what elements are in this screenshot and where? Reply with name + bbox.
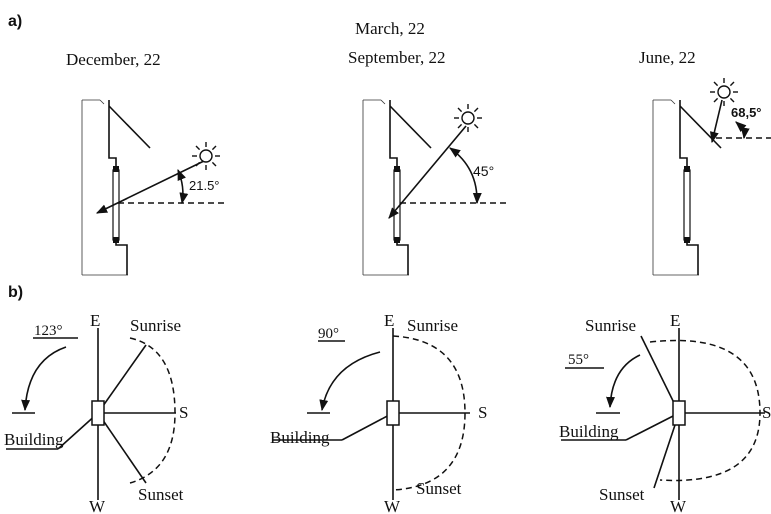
date-december: December, 22	[66, 50, 161, 69]
sun-icon-june	[709, 77, 739, 107]
sun-path-december	[129, 337, 176, 484]
date-march: March, 22	[355, 19, 425, 38]
label-sunrise-december: Sunrise	[130, 316, 181, 335]
sunrise-ray-december	[97, 344, 147, 414]
sun-icon-equinox	[453, 103, 483, 133]
angle-equinox: 45°	[473, 163, 494, 179]
sun-icon-december	[191, 141, 221, 171]
label-south-june: S	[762, 403, 771, 422]
sunset-ray-december	[97, 412, 147, 484]
date-september: September, 22	[348, 48, 446, 67]
wall-section-june	[652, 99, 722, 276]
label-sunset-december: Sunset	[138, 485, 184, 504]
label-building-june: Building	[559, 422, 619, 441]
building-icon-june	[672, 400, 686, 426]
angle-arc-equinox	[449, 147, 482, 205]
label-building-december: Building	[4, 430, 64, 449]
azimuth-arc-december	[21, 346, 67, 412]
wall-section-equinox	[362, 99, 432, 276]
sunrise-ray-june	[640, 335, 680, 414]
building-icon-december	[91, 400, 105, 426]
compass-december: 123° E Sunrise S Building Sunset W	[4, 311, 188, 514]
azimuth-june: 55°	[568, 352, 589, 368]
building-leader-june	[625, 412, 680, 441]
date-june: June, 22	[639, 48, 696, 67]
label-west-december: W	[89, 497, 106, 514]
panel-a-label: a)	[8, 13, 22, 30]
label-sunset-equinox: Sunset	[416, 479, 462, 498]
label-sunset-june: Sunset	[599, 485, 645, 504]
sun-path-equinox	[392, 335, 466, 491]
label-south-equinox: S	[478, 403, 487, 422]
building-icon-equinox	[386, 400, 400, 426]
azimuth-arc-equinox	[319, 351, 381, 412]
azimuth-arc-june	[606, 354, 641, 409]
label-west-june: W	[670, 497, 687, 514]
sun-path-june	[649, 339, 761, 482]
compass-equinox: 90° E Sunrise S Building Sunset W	[270, 311, 487, 514]
label-building-equinox: Building	[270, 428, 330, 447]
building-leader-equinox	[341, 412, 394, 441]
label-east-june: E	[670, 311, 680, 330]
label-sunrise-june: Sunrise	[585, 316, 636, 335]
sun-ray-equinox	[388, 125, 467, 219]
label-sunrise-equinox: Sunrise	[407, 316, 458, 335]
angle-december: 21.5°	[189, 178, 220, 193]
wall-section-december	[81, 99, 151, 276]
azimuth-equinox: 90°	[318, 326, 339, 342]
label-east-december: E	[90, 311, 100, 330]
label-west-equinox: W	[384, 497, 401, 514]
compass-june: 55° E Sunrise S Building Sunset W	[559, 311, 771, 514]
angle-arc-june	[735, 121, 750, 140]
angle-june: 68,5°	[731, 105, 762, 120]
label-south-december: S	[179, 403, 188, 422]
sun-ray-december	[95, 159, 207, 214]
label-east-equinox: E	[384, 311, 394, 330]
azimuth-december: 123°	[34, 323, 63, 339]
panel-b-label: b)	[8, 284, 23, 301]
angle-arc-december	[177, 168, 189, 205]
sun-ray-june	[709, 99, 723, 144]
